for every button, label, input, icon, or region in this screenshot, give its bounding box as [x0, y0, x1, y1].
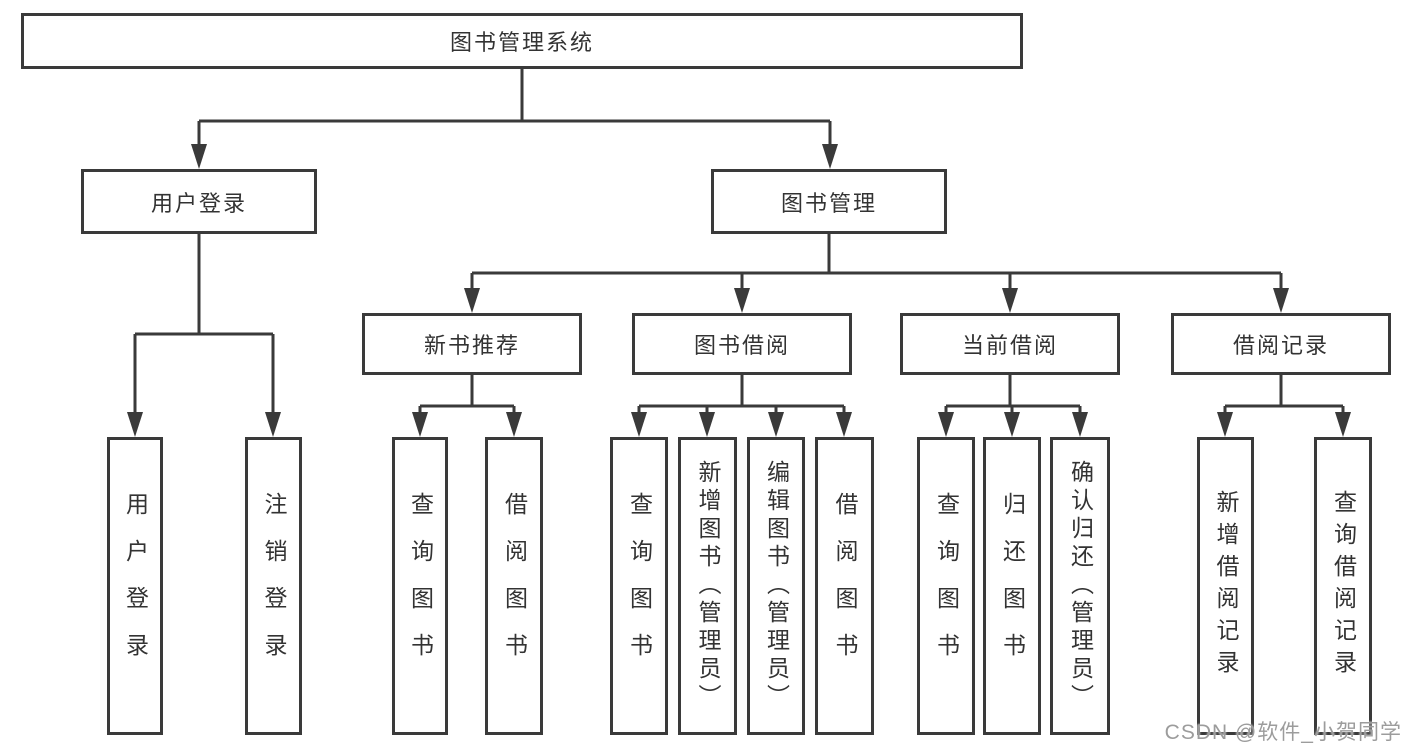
leaf-label: 归还图书 — [999, 492, 1026, 680]
arrowhead-icon — [506, 412, 522, 437]
node-book-borrow: 图书借阅 — [632, 313, 852, 375]
arrowhead-icon — [822, 144, 838, 169]
leaf-label: 查询借阅记录 — [1330, 490, 1357, 682]
leaf-label: 借阅图书 — [832, 492, 858, 680]
leaf-query-books-current: 查询图书 — [917, 437, 975, 735]
arrowhead-icon — [127, 412, 143, 437]
leaf-edit-book-admin: 编辑图书（管理员） — [747, 437, 805, 735]
leaf-borrow-books: 借阅图书 — [815, 437, 874, 735]
arrowhead-icon — [1072, 412, 1088, 437]
connector-book-borrow — [637, 375, 846, 414]
leaf-label: 新增借阅记录 — [1213, 490, 1239, 682]
arrowhead-icon — [464, 288, 480, 313]
arrowhead-icon — [699, 412, 715, 437]
arrowhead-icon — [412, 412, 428, 437]
csdn-watermark: CSDN @软件_小贺同学 — [1164, 721, 1402, 744]
connector-current-borrow — [944, 375, 1082, 414]
arrowhead-icon — [938, 412, 954, 437]
leaf-label: 查询图书 — [933, 492, 960, 680]
leaf-label: 新增图书（管理员） — [695, 460, 721, 712]
arrowhead-icon — [1217, 412, 1233, 437]
leaf-logout: 注销登录 — [245, 437, 302, 735]
arrowhead-icon — [1002, 288, 1018, 313]
leaf-confirm-return-admin: 确认归还（管理员） — [1050, 437, 1110, 735]
node-label: 新书推荐 — [423, 333, 520, 358]
connector-root — [197, 69, 832, 146]
leaf-label: 用户登录 — [122, 492, 149, 680]
arrowhead-icon — [1335, 412, 1351, 437]
leaf-query-books-recommend: 查询图书 — [392, 437, 448, 735]
arrowhead-icon — [836, 412, 852, 437]
arrowhead-icon — [191, 144, 207, 169]
leaf-label: 注销登录 — [261, 492, 287, 680]
node-label: 图书管理 — [780, 190, 877, 216]
node-label: 当前借阅 — [961, 333, 1058, 358]
node-current-borrow: 当前借阅 — [900, 313, 1120, 375]
node-root-system: 图书管理系统 — [21, 13, 1023, 69]
node-label: 图书管理系统 — [449, 30, 594, 55]
leaf-add-book-admin: 新增图书（管理员） — [678, 437, 737, 735]
arrowhead-icon — [734, 288, 750, 313]
connector-borrow-records — [1223, 375, 1345, 414]
leaf-label: 借阅图书 — [501, 492, 528, 680]
node-user-login: 用户登录 — [81, 169, 317, 234]
node-book-management: 图书管理 — [711, 169, 947, 234]
leaf-add-borrow-record: 新增借阅记录 — [1197, 437, 1254, 735]
connector-book-management — [470, 234, 1283, 290]
arrowhead-icon — [768, 412, 784, 437]
leaf-user-login: 用户登录 — [107, 437, 163, 735]
leaf-query-books-borrow: 查询图书 — [610, 437, 668, 735]
connector-user-login — [133, 234, 275, 414]
leaf-borrow-books-recommend: 借阅图书 — [485, 437, 543, 735]
node-label: 借阅记录 — [1232, 333, 1329, 358]
arrowhead-icon — [265, 412, 281, 437]
node-new-book-recommend: 新书推荐 — [362, 313, 582, 375]
leaf-label: 确认归还（管理员） — [1067, 460, 1094, 712]
node-label: 图书借阅 — [693, 333, 790, 358]
node-label: 用户登录 — [150, 190, 247, 216]
connector-new-book-recommend — [418, 375, 516, 414]
arrowhead-icon — [1004, 412, 1020, 437]
leaf-query-borrow-record: 查询借阅记录 — [1314, 437, 1372, 735]
leaf-label: 编辑图书（管理员） — [763, 460, 790, 712]
leaf-label: 查询图书 — [626, 492, 653, 680]
arrowhead-icon — [1273, 288, 1289, 313]
arrowhead-icon — [631, 412, 647, 437]
leaf-return-book: 归还图书 — [983, 437, 1041, 735]
leaf-label: 查询图书 — [407, 492, 434, 680]
node-borrow-records: 借阅记录 — [1171, 313, 1391, 375]
